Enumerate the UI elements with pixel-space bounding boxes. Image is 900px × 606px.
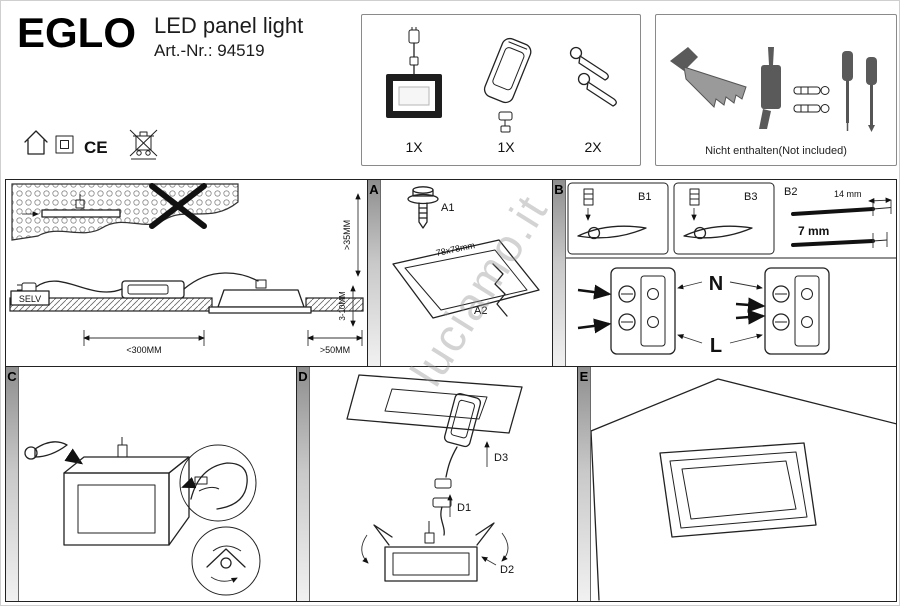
mains-cable xyxy=(35,280,123,293)
dimension-max-width: <300MM xyxy=(83,330,205,355)
product-title: LED panel light xyxy=(154,13,304,38)
tools-illustration xyxy=(670,47,877,132)
section-label: D xyxy=(298,369,308,384)
detail-spring-squeeze xyxy=(191,526,261,596)
svg-text:3-10MM: 3-10MM xyxy=(338,291,347,321)
part-qty: 1X xyxy=(405,139,423,155)
section-a: A A1 78x78mm A2 xyxy=(367,179,553,367)
ceiling-cross-section-left xyxy=(9,297,213,312)
step-b1-label: B1 xyxy=(638,191,651,203)
section-d-strip: D xyxy=(297,367,310,601)
panel-3d xyxy=(63,437,190,546)
driver-to-panel-cable xyxy=(183,272,259,290)
panel-with-springs xyxy=(361,521,509,582)
step-d2-label: D2 xyxy=(500,564,514,576)
prohibited-x-mark xyxy=(149,183,207,229)
section-c-strip: C xyxy=(6,367,19,601)
neutral-label: N xyxy=(709,273,723,295)
section-b-strip: B xyxy=(553,180,566,366)
part-led-driver: 1X xyxy=(466,19,546,161)
part-qty: 1X xyxy=(497,139,515,155)
installed-panel xyxy=(659,442,817,538)
mounting-springs-illustration xyxy=(569,46,617,107)
ceiling-cross-section-right xyxy=(305,297,364,312)
screw-illustration xyxy=(407,186,439,229)
dimension-min-depth: >35MM xyxy=(342,193,361,277)
led-driver-illustration xyxy=(483,37,532,133)
section-b: B B1 B3 xyxy=(552,179,897,367)
spring-clip xyxy=(24,441,68,460)
live-label: L xyxy=(710,335,722,357)
section-label: C xyxy=(7,369,17,384)
dimension-min-side: >50MM xyxy=(307,330,363,355)
terminal-block-right xyxy=(735,267,830,355)
step-a1-label: A1 xyxy=(441,202,454,214)
detail-hand-press xyxy=(179,444,257,522)
sealant-gun-icon xyxy=(759,47,781,129)
step-a2-label: A2 xyxy=(474,305,487,317)
not-included-note: Nicht enthalten(Not included) xyxy=(705,145,847,157)
driver-cable xyxy=(445,446,458,478)
part-led-panel: 1X xyxy=(374,19,454,161)
saw-icon xyxy=(670,47,747,108)
strip-length-7: 7 mm xyxy=(798,224,829,238)
panel-cable xyxy=(440,506,445,536)
overview-diagram: SELV <300MM >50MM >35MM 3-10MM xyxy=(9,183,364,355)
step-b2-area: B2 14 mm 7 mm xyxy=(784,186,892,248)
svg-text:>50MM: >50MM xyxy=(320,345,350,355)
driver-on-ceiling xyxy=(121,280,185,299)
section-e-diagram xyxy=(591,378,897,601)
section-e-strip: E xyxy=(578,367,591,601)
brand-logo: EGLO xyxy=(17,9,137,56)
led-panel-illustration xyxy=(386,27,442,118)
section-label: E xyxy=(579,369,589,384)
recessed-panel-flange xyxy=(208,306,312,314)
screwdriver-icons xyxy=(842,51,877,132)
section-label: A xyxy=(369,182,379,197)
cut-line xyxy=(492,263,508,317)
ceiling-tile xyxy=(346,374,523,434)
section-a-diagram: A1 78x78mm A2 xyxy=(392,186,540,319)
wall-anchor-icons xyxy=(793,86,830,113)
step-d1-label: D1 xyxy=(457,502,471,514)
part-mounting-springs: 2X xyxy=(558,19,628,161)
step-b1-box: B1 xyxy=(567,182,669,255)
double-square-icon xyxy=(55,135,74,154)
section-e: E xyxy=(577,366,897,602)
insulation-area xyxy=(11,183,239,241)
tools-not-included-box: Nicht enthalten(Not included) xyxy=(655,14,897,166)
ceiling-cutout-square: 78x78mm xyxy=(392,239,540,319)
section-d: D D1 D3 xyxy=(296,366,578,602)
selv-box xyxy=(10,290,50,306)
section-b-diagram: B1 B3 B2 14 mm 7 mm xyxy=(566,182,897,357)
section-a-strip: A xyxy=(368,180,381,366)
certification-icons: CE xyxy=(24,129,158,160)
section-c-diagram xyxy=(24,437,261,596)
article-number: Art.-Nr.: 94519 xyxy=(154,41,265,60)
section-c: C xyxy=(5,366,297,602)
overview-section: SELV <300MM >50MM >35MM 3-10MM xyxy=(5,179,368,367)
part-qty: 2X xyxy=(584,139,602,155)
weee-bin-icon xyxy=(129,129,158,160)
house-icon xyxy=(24,130,48,155)
step-d3-label: D3 xyxy=(494,452,508,464)
step-b3-label: B3 xyxy=(744,191,757,203)
strip-length-14: 14 mm xyxy=(834,189,862,199)
terminal-block-left xyxy=(577,267,676,355)
svg-text:>35MM: >35MM xyxy=(342,220,352,250)
ce-mark: CE xyxy=(84,138,108,157)
step-b3-box: B3 xyxy=(673,182,775,255)
recessed-panel-body xyxy=(217,289,305,308)
driver-hanging xyxy=(443,393,482,448)
section-label: B xyxy=(554,182,564,197)
dimension-gap: 3-10MM xyxy=(338,285,356,327)
section-d-diagram: D1 D3 D2 xyxy=(346,374,523,582)
included-parts-box: 1X 1X xyxy=(361,14,641,166)
ceiling-plane xyxy=(591,378,897,601)
svg-text:<300MM: <300MM xyxy=(126,345,161,355)
selv-label: SELV xyxy=(19,294,41,304)
panel-in-insulation xyxy=(41,209,121,218)
step-b2-label: B2 xyxy=(784,186,797,198)
